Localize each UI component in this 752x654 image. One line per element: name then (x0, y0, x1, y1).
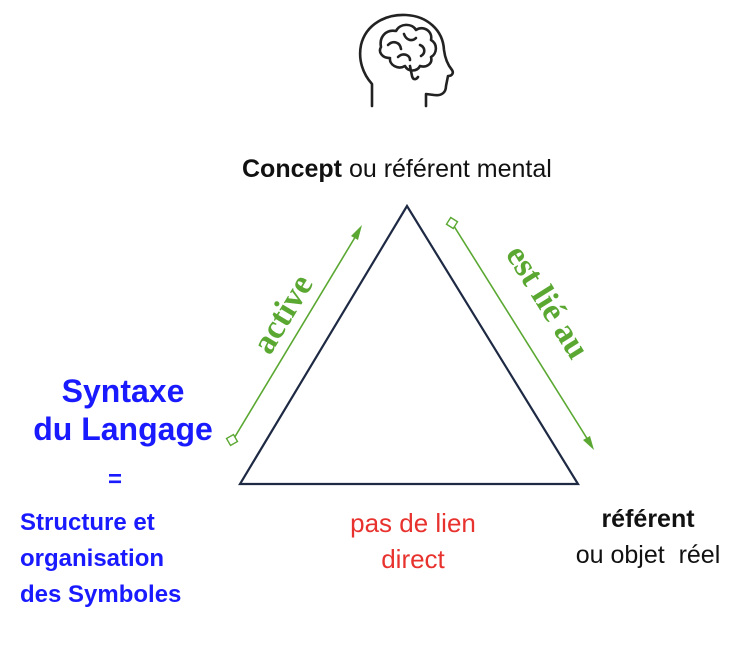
concept-rest: ou référent mental (342, 155, 552, 183)
structure-line1: Structure et (20, 509, 155, 536)
head-brain-icon (358, 13, 455, 108)
lie-arrow (445, 216, 594, 450)
lien-line1: pas de lien (350, 508, 476, 538)
concept-label: Concept ou référent mental (242, 155, 552, 184)
semiotic-triangle (238, 203, 580, 486)
structure-line2: organisation (20, 545, 165, 572)
syntaxe-line2: du Langage (33, 411, 213, 447)
concept-bold: Concept (242, 155, 342, 183)
syntaxe-line1: Syntaxe (61, 373, 185, 409)
equals-sign: = (108, 466, 123, 493)
structure-label: Structure et organisation des Symboles (20, 505, 250, 613)
referent-label: référent ou objet réel (548, 501, 748, 573)
lie-label: est lié au (498, 239, 596, 366)
structure-line3: des Symboles (20, 581, 182, 608)
referent-line1: référent (601, 505, 695, 533)
active-arrow (225, 225, 362, 447)
referent-line2: ou objet réel (575, 541, 721, 569)
syntaxe-label: Syntaxe du Langage (16, 372, 230, 448)
no-direct-link-label: pas de lien direct (318, 505, 508, 577)
lien-line2: direct (381, 544, 445, 574)
